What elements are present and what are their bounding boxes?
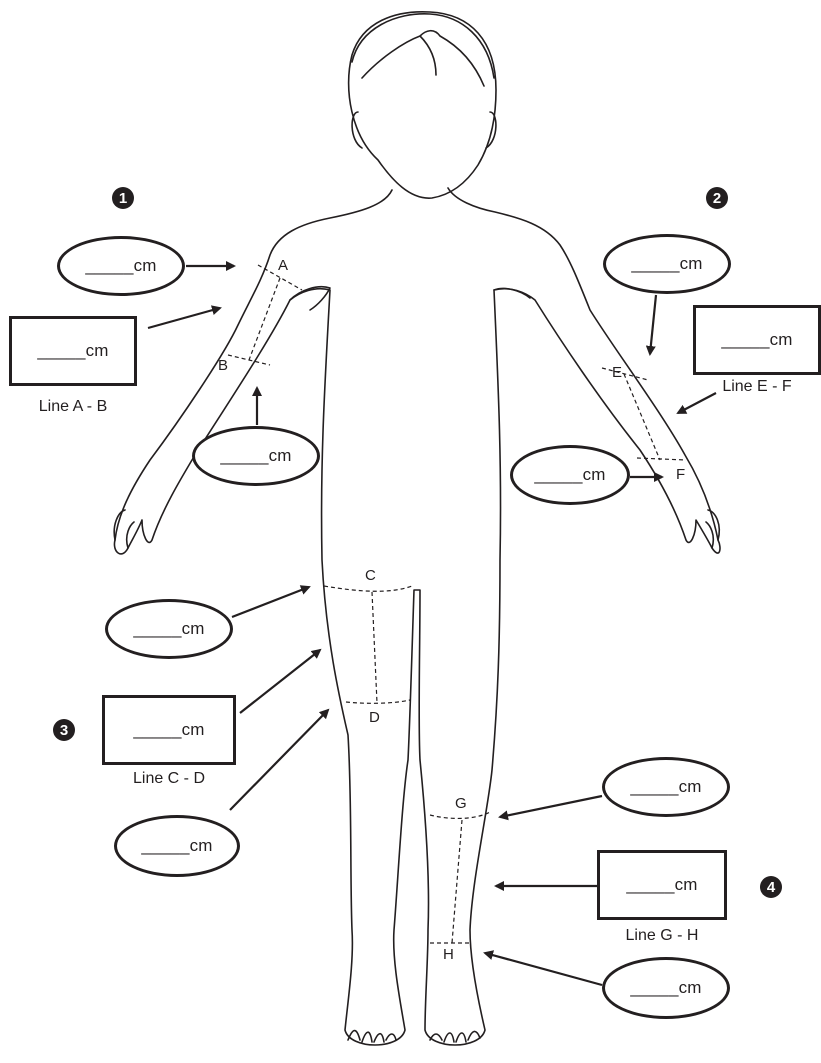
point-e: E — [612, 364, 622, 381]
forearm-top-field[interactable]: _____cm — [603, 234, 731, 294]
line-gh-caption: Line G - H — [597, 927, 727, 945]
forearm-bottom-value: _____cm — [534, 465, 605, 485]
thigh-length-value: _____cm — [133, 720, 204, 740]
upper-arm-bottom-field[interactable]: _____cm — [192, 426, 320, 486]
section-3-badge: 3 — [53, 719, 75, 741]
upper-arm-length-field[interactable]: _____cm — [9, 316, 137, 386]
forearm-length-value: _____cm — [721, 330, 792, 350]
calf-top-field[interactable]: _____cm — [602, 757, 730, 817]
point-g: G — [455, 795, 467, 812]
point-b: B — [218, 357, 228, 374]
thigh-length-field[interactable]: _____cm — [102, 695, 236, 765]
thigh-bottom-value: _____cm — [141, 836, 212, 856]
point-a: A — [278, 257, 288, 274]
forearm-top-value: _____cm — [631, 254, 702, 274]
section-1-badge: 1 — [112, 187, 134, 209]
upper-arm-top-field[interactable]: _____cm — [57, 236, 185, 296]
point-f: F — [676, 466, 685, 483]
line-ef-caption: Line E - F — [693, 378, 821, 396]
forearm-bottom-field[interactable]: _____cm — [510, 445, 630, 505]
line-ab-caption: Line A - B — [9, 398, 137, 416]
section-4-badge: 4 — [760, 876, 782, 898]
thigh-top-value: _____cm — [133, 619, 204, 639]
section-2-badge: 2 — [706, 187, 728, 209]
right-foot — [430, 1031, 480, 1042]
point-d: D — [369, 709, 380, 726]
line-cd-caption: Line C - D — [102, 770, 236, 788]
forearm-length-field[interactable]: _____cm — [693, 305, 821, 375]
calf-length-field[interactable]: _____cm — [597, 850, 727, 920]
calf-bottom-value: _____cm — [630, 978, 701, 998]
upper-arm-top-value: _____cm — [85, 256, 156, 276]
upper-arm-length-value: _____cm — [37, 341, 108, 361]
calf-bottom-field[interactable]: _____cm — [602, 957, 730, 1019]
thigh-top-field[interactable]: _____cm — [105, 599, 233, 659]
upper-arm-bottom-value: _____cm — [220, 446, 291, 466]
point-h: H — [443, 946, 454, 963]
calf-length-value: _____cm — [626, 875, 697, 895]
calf-top-value: _____cm — [630, 777, 701, 797]
point-c: C — [365, 567, 376, 584]
head-outline — [349, 12, 496, 198]
thigh-bottom-field[interactable]: _____cm — [114, 815, 240, 877]
